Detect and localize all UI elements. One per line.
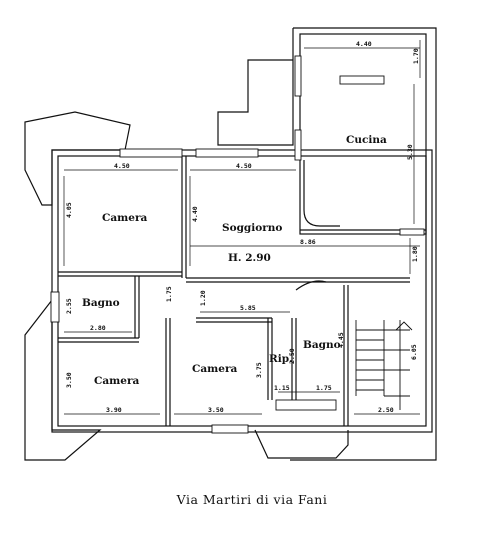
room-label-bagno-right: Bagno (303, 339, 341, 351)
outer-wall-left (217, 28, 294, 146)
dim-label: 1.15 (274, 384, 290, 392)
stair (355, 320, 413, 410)
dim-label: 1.75 (316, 384, 332, 392)
dim-label: 2.50 (288, 348, 296, 364)
outer-wall (290, 27, 437, 461)
dim-label: 2.50 (378, 406, 394, 414)
dim-label: 1.20 (199, 290, 207, 306)
balcony-bottom-left (24, 298, 102, 461)
dim-label: 8.86 (300, 238, 316, 246)
dim-label: 4.05 (65, 202, 73, 218)
dim-label: 2.55 (65, 298, 73, 314)
dim-label: 3.50 (208, 406, 224, 414)
dim-label: 5.30 (406, 144, 414, 160)
dim-label: 1.70 (412, 48, 420, 64)
room-label-camera-top: Camera (102, 212, 147, 224)
dim-label: 1.80 (411, 246, 419, 262)
dim-label: 3.75 (255, 362, 263, 378)
dim-label: 4.40 (191, 206, 199, 222)
dim-label: 2.80 (90, 324, 106, 332)
dim-label: 1.75 (165, 286, 173, 302)
room-label-rip: Rip. (269, 353, 293, 365)
dim-label: 4.50 (114, 162, 130, 170)
room-label-cucina: Cucina (346, 134, 387, 146)
height-label: H. 2.90 (228, 252, 271, 264)
balcony-bottom (254, 429, 349, 459)
dim-label: 4.45 (337, 332, 345, 348)
room-label-soggiorno: Soggiorno (222, 222, 282, 234)
street-caption: Via Martiri di via Fani (176, 492, 328, 507)
dim-label: 4.50 (236, 162, 252, 170)
room-label-camera-bottom-left: Camera (94, 375, 139, 387)
dim-label: 4.40 (356, 40, 372, 48)
dim-label: 3.50 (65, 372, 73, 388)
dim-label: 6.05 (410, 344, 418, 360)
room-label-camera-bottom-mid: Camera (192, 363, 237, 375)
dim-label: 3.90 (106, 406, 122, 414)
balcony-left (24, 111, 131, 206)
room-label-bagno-left: Bagno (82, 297, 120, 309)
dim-label: 5.85 (240, 304, 256, 312)
